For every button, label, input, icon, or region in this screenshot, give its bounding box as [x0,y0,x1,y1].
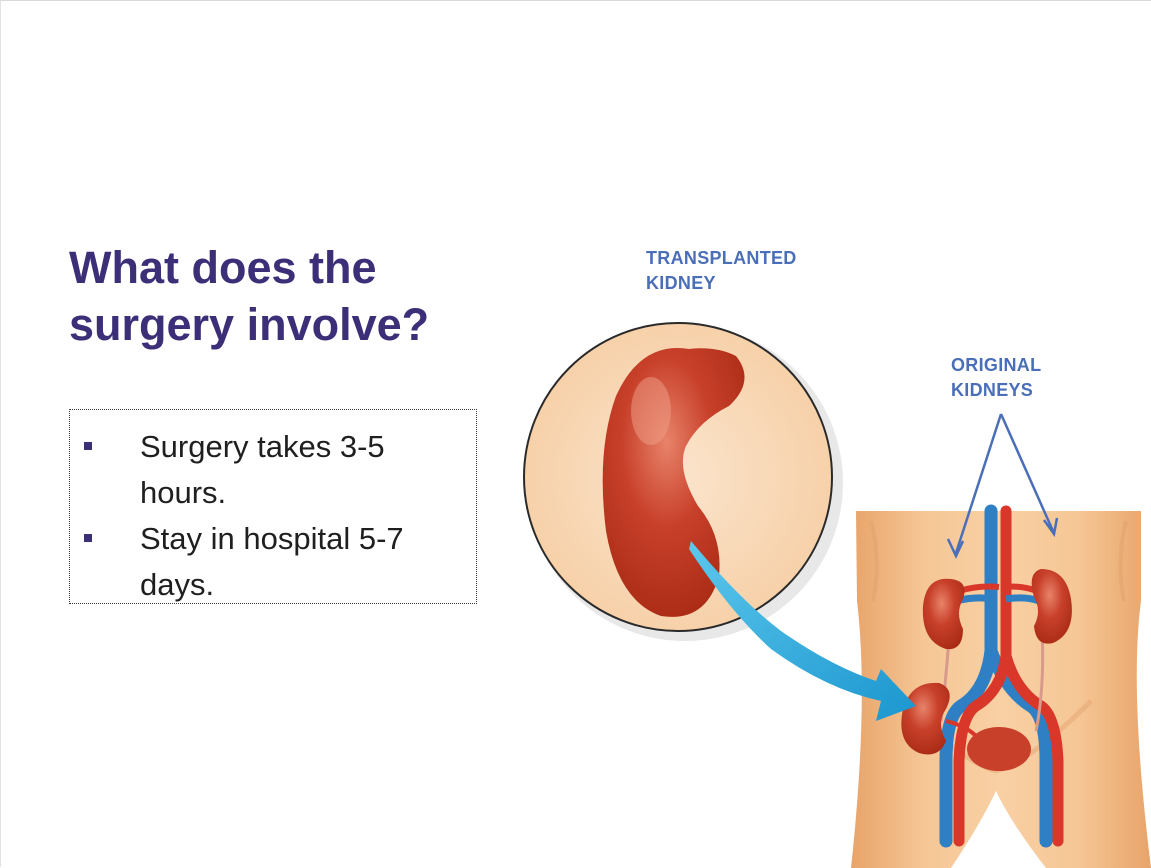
list-item: Stay in hospital 5-7 days. [70,516,466,608]
bullet-text-box[interactable]: Surgery takes 3-5 hours. Stay in hospita… [69,409,477,604]
kidney-transplant-illustration [511,301,1151,868]
bullet-text-line-1: Stay in hospital 5-7 [140,521,404,556]
label-line-2: KIDNEY [646,273,716,293]
bladder-illustration [967,727,1031,771]
bullet-text-line-1: Surgery takes 3-5 [140,429,385,464]
square-bullet-icon [84,534,92,542]
transplanted-kidney-label: TRANSPLANTED KIDNEY [646,246,846,296]
magnified-kidney-circle [524,323,843,641]
title-line-2: surgery involve? [69,299,429,350]
bullet-text-line-2: days. [140,567,214,602]
square-bullet-icon [84,442,92,450]
list-item: Surgery takes 3-5 hours. [70,424,466,516]
slide-title: What does the surgery involve? [69,239,509,353]
label-line-1: TRANSPLANTED [646,248,797,268]
title-line-1: What does the [69,242,377,293]
bullet-text-line-2: hours. [140,475,226,510]
